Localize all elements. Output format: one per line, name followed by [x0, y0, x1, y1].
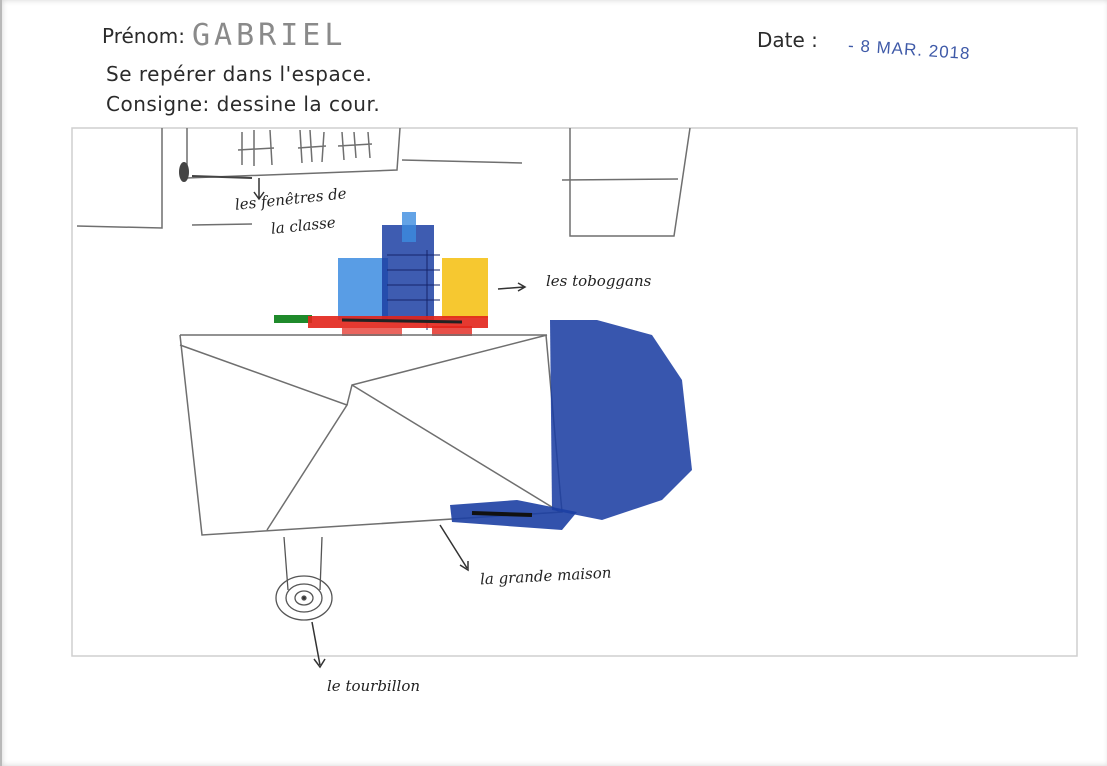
activity-title: Se repérer dans l'espace.	[106, 62, 373, 86]
swirl-label: le tourbillon	[327, 677, 421, 695]
drawing-frame	[71, 127, 1078, 657]
slides-drawing	[274, 212, 488, 336]
swirl-drawing	[275, 536, 333, 621]
slides-label: les toboggans	[546, 272, 652, 290]
arrow-swirl	[311, 621, 326, 669]
arrow-slides	[497, 282, 527, 292]
door-handle	[179, 162, 189, 182]
classroom-building	[76, 127, 523, 229]
name-value: GABRIEL	[192, 18, 347, 53]
date-label: Date :	[757, 28, 818, 52]
arrow-house	[439, 524, 469, 572]
arrow-windows	[253, 178, 265, 201]
instruction: Consigne: dessine la cour.	[106, 92, 381, 116]
right-building	[561, 127, 691, 237]
name-label: Prénom:	[102, 24, 185, 48]
blue-shading-right	[550, 320, 692, 520]
